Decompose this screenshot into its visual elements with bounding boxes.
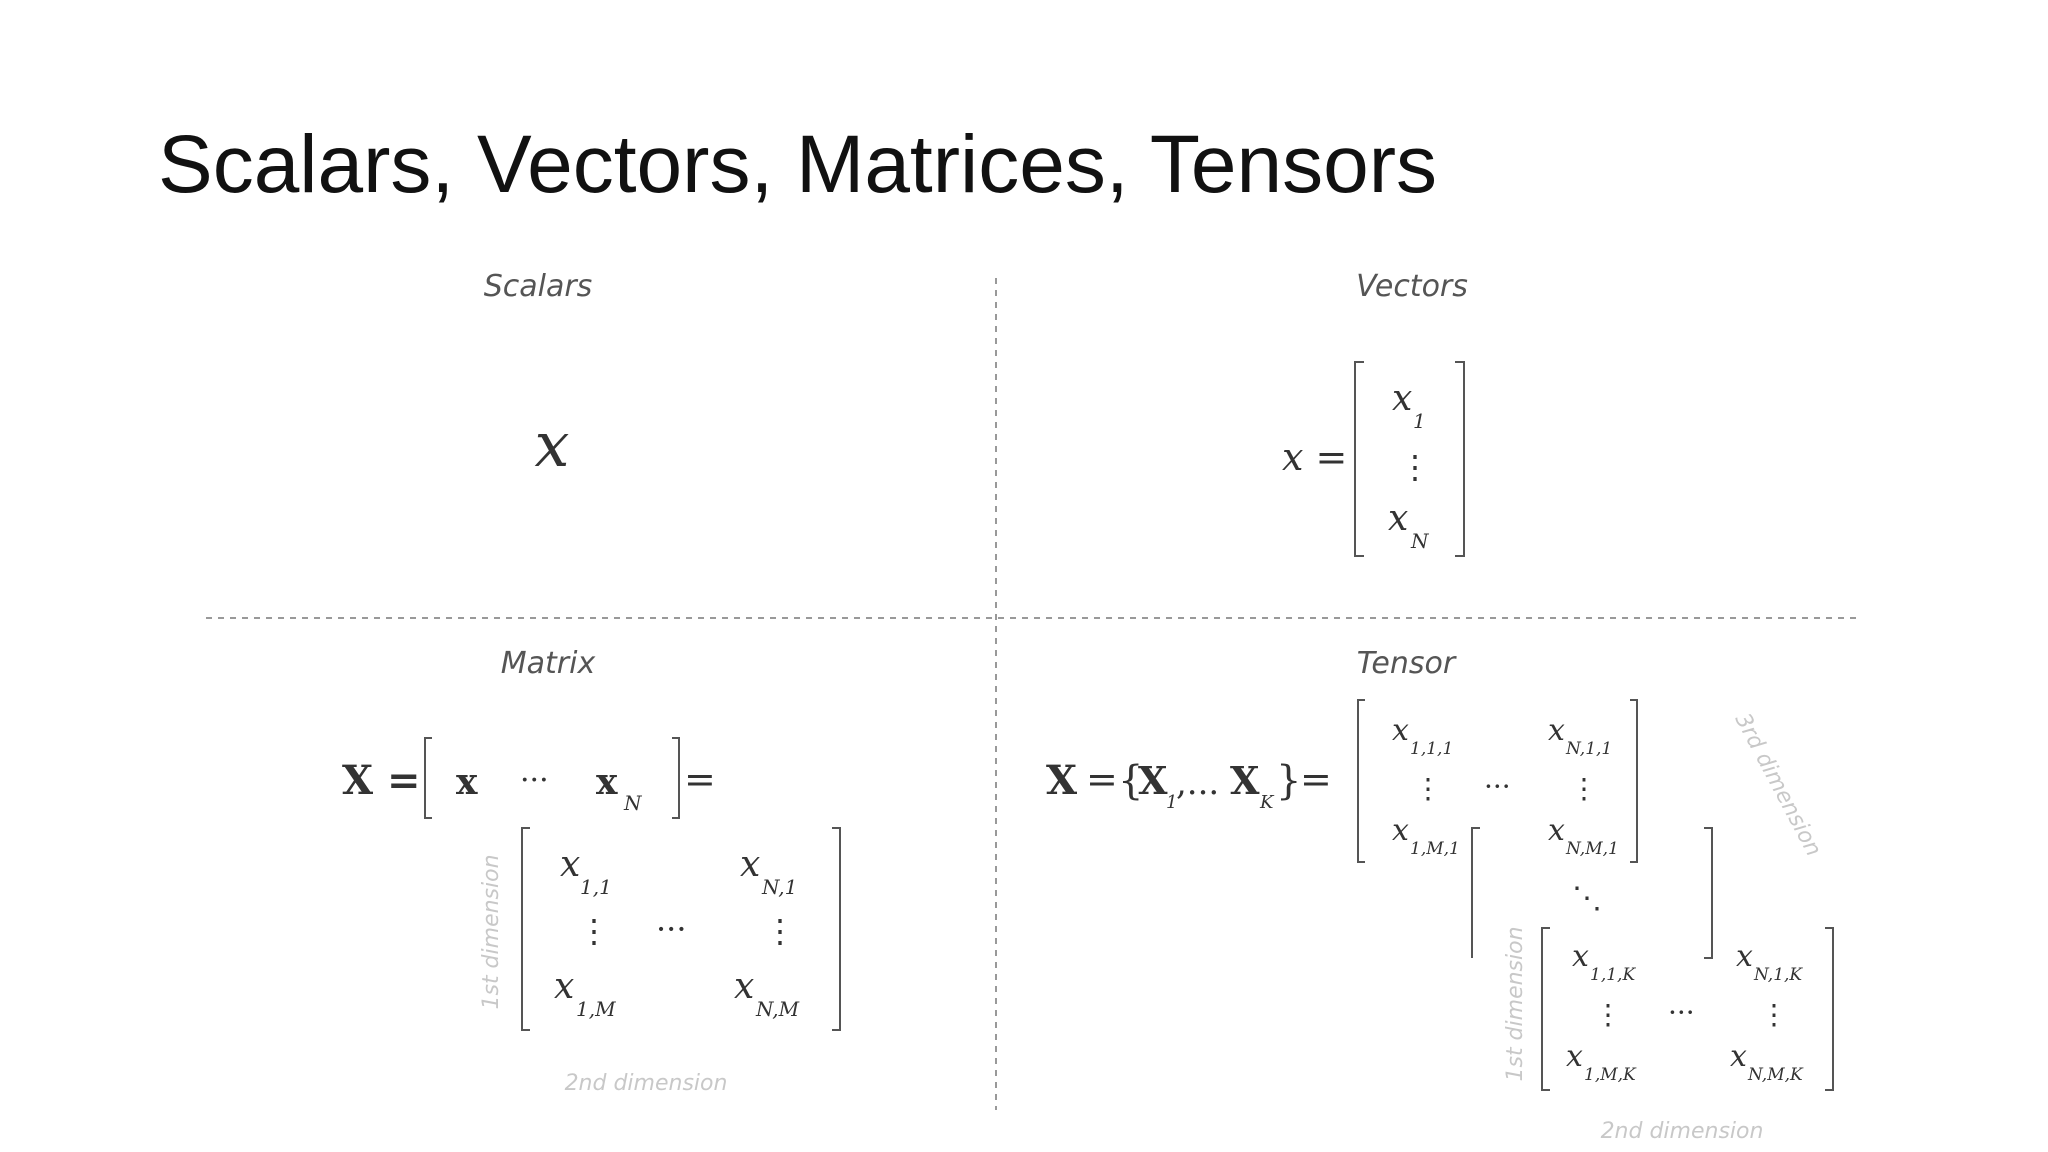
matrix-quadrant: Matrix X = x ··· x N = x 1,1 x N,1 ⋮ ···…	[342, 646, 841, 1096]
matrix-cell-tr-sub: N,1	[761, 875, 797, 899]
matrix-row-entry-1: x	[456, 761, 478, 803]
tensor-front-tr-sub: N,1,1	[1565, 739, 1612, 759]
tensor-lhs-x: X	[1046, 757, 1077, 804]
tensor-back-tr-sub: N,1,K	[1753, 965, 1803, 985]
matrix-row-sub-n: N	[623, 791, 643, 815]
tensor-front-bl-sub: 1,M,1	[1410, 839, 1460, 859]
tensor-front-vdots-left: ⋮	[1414, 772, 1442, 805]
matrix-cell-br: x	[734, 966, 754, 1007]
tensor-set-open: {	[1118, 758, 1143, 804]
matrix-row-eq: =	[684, 757, 716, 801]
tensor-set-sub1: 1	[1166, 792, 1177, 813]
tensor-front-br: x	[1548, 813, 1565, 848]
matrix-label: Matrix	[501, 646, 596, 681]
tensor-dim2-label: 2nd dimension	[1601, 1119, 1764, 1144]
matrix-row-entry-n: x	[596, 761, 618, 803]
tensor-back-bl: x	[1566, 1039, 1583, 1074]
vector-entry-1: x	[1392, 378, 1412, 419]
vector-vdots: ⋮	[1399, 448, 1431, 486]
scalar-symbol: x	[535, 408, 570, 481]
tensor-set-subk: K	[1259, 792, 1275, 813]
tensor-label: Tensor	[1357, 646, 1457, 681]
matrix-cell-tr: x	[740, 844, 760, 885]
vector-sub-n: N	[1410, 529, 1430, 553]
scalars-quadrant: Scalars x	[484, 269, 593, 481]
tensor-back-vdots-right: ⋮	[1760, 998, 1788, 1031]
tensor-front-br-sub: N,M,1	[1565, 839, 1619, 859]
tensor-front-tr: x	[1548, 713, 1565, 748]
matrix-cell-bl: x	[554, 966, 574, 1007]
vectors-quadrant: Vectors x = x 1 ⋮ x N	[1282, 269, 1468, 557]
matrix-cell-br-sub: N,M	[755, 997, 800, 1021]
vector-left-bracket	[1354, 361, 1364, 557]
tensor-back-vdots-left: ⋮	[1594, 998, 1622, 1031]
tensor-back-left-bracket	[1541, 927, 1550, 1091]
tensor-back-br-sub: N,M,K	[1747, 1065, 1804, 1085]
tensor-front-tl-sub: 1,1,1	[1410, 739, 1453, 759]
tensor-back-tr: x	[1736, 939, 1753, 974]
tensor-back-right-bracket	[1825, 927, 1834, 1091]
matrix-row-left-bracket	[424, 737, 432, 819]
tensor-set-x1: X	[1138, 758, 1168, 803]
matrix-lhs: X =	[342, 757, 420, 804]
vector-entry-n: x	[1388, 498, 1408, 539]
tensor-front-hdots: ···	[1484, 770, 1511, 803]
tensor-set-xk: X	[1230, 758, 1260, 803]
vector-right-bracket	[1455, 361, 1465, 557]
matrix-cell-tl: x	[560, 844, 580, 885]
tensor-front-bl: x	[1392, 813, 1409, 848]
tensor-ddots: ⋱	[1572, 881, 1602, 916]
slide-title: Scalars, Vectors, Matrices, Tensors	[158, 119, 1438, 210]
tensor-lhs-eq: =	[1086, 757, 1118, 801]
tensor-set-mid: ,...	[1176, 763, 1219, 803]
matrix-right-bracket	[832, 827, 841, 1031]
matrix-cell-tl-sub: 1,1	[580, 875, 612, 899]
tensor-middle-right-bracket	[1704, 827, 1713, 959]
tensor-dim1-label: 1st dimension	[1503, 926, 1528, 1081]
tensor-back-hdots: ···	[1668, 996, 1695, 1029]
tensor-back-br: x	[1730, 1039, 1747, 1074]
vector-lhs: x =	[1282, 435, 1347, 479]
tensor-rhs-eq: =	[1300, 757, 1332, 801]
tensor-quadrant: Tensor X = { X 1 ,... X K } = x 1,1,1 x …	[1046, 646, 1834, 1144]
matrix-dim1-label: 1st dimension	[479, 854, 504, 1009]
tensor-dim3-label: 3rd dimension	[1730, 709, 1826, 860]
matrix-left-bracket	[521, 827, 530, 1031]
tensor-front-tl: x	[1392, 713, 1409, 748]
matrix-cell-bl-sub: 1,M	[576, 997, 616, 1021]
tensor-front-left-bracket	[1357, 699, 1365, 863]
tensor-middle-left-bracket	[1471, 827, 1480, 958]
matrix-vdots-left: ⋮	[578, 912, 610, 950]
matrix-row-hdots: ···	[520, 763, 549, 798]
vectors-label: Vectors	[1356, 269, 1468, 304]
tensor-front-vdots-right: ⋮	[1570, 772, 1598, 805]
tensor-back-bl-sub: 1,M,K	[1584, 1065, 1637, 1085]
scalars-label: Scalars	[484, 269, 593, 304]
matrix-vdots-right: ⋮	[764, 912, 796, 950]
matrix-hdots: ···	[656, 910, 687, 948]
matrix-row-right-bracket	[672, 737, 680, 819]
matrix-dim2-label: 2nd dimension	[565, 1071, 728, 1096]
tensor-back-tl-sub: 1,1,K	[1590, 965, 1636, 985]
tensor-front-right-bracket	[1630, 699, 1638, 863]
vector-sub-1: 1	[1413, 409, 1426, 433]
tensor-back-tl: x	[1572, 939, 1589, 974]
tensor-set-close: }	[1276, 758, 1301, 804]
